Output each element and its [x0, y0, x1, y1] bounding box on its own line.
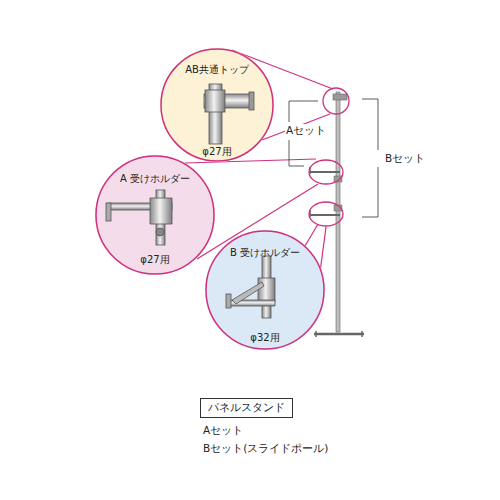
a-set-bracket [289, 140, 304, 166]
holder-lip [106, 203, 111, 221]
circle-ground [160, 48, 274, 162]
set-label: Aセット [285, 124, 327, 137]
part-name: AB共通トップ [160, 64, 274, 76]
detail-circles [309, 88, 349, 226]
b-holder [310, 214, 340, 216]
a-holder-part [106, 190, 172, 245]
stand-base [314, 333, 364, 336]
part-name: B 受けホルダー [205, 247, 325, 259]
title-text: パネルスタンド [208, 401, 285, 415]
diameter-note: φ27用 [160, 146, 274, 158]
clamp-end [249, 92, 254, 110]
circle-border [206, 231, 324, 349]
clamp-block [205, 90, 225, 112]
circle-ground [205, 230, 325, 350]
stand-foot [361, 331, 363, 337]
detail-circle-node: B 受けホルダー φ32用 [205, 230, 325, 350]
detail-circle [309, 202, 343, 226]
circle-ground [95, 155, 215, 275]
detail-circle-node: A 受けホルダー φ27用 [95, 155, 215, 275]
set-item: Bセット(スライドポール) [203, 442, 328, 455]
stand-pole [336, 92, 340, 332]
a-holder [310, 171, 340, 173]
knob [156, 228, 164, 236]
circle-border [96, 156, 214, 274]
diameter-note: φ27用 [95, 254, 215, 266]
title-box: パネルスタンド [200, 398, 293, 418]
set-brackets [289, 99, 378, 217]
detail-circle [309, 160, 343, 184]
part-name: A 受けホルダー [95, 173, 215, 185]
holder-sleeve [150, 198, 172, 224]
stand-foot [315, 331, 317, 337]
top-part [204, 84, 254, 144]
holder-lip [226, 294, 231, 308]
holder-brace [232, 282, 264, 304]
b-set-bracket [362, 99, 378, 150]
leader-line [305, 224, 318, 246]
detail-circle-node: AB共通トップ φ27用 [160, 48, 274, 162]
detail-circle [323, 88, 349, 114]
a-set-bracket [289, 101, 318, 122]
b-holder-part [226, 256, 275, 318]
diameter-note: φ32用 [205, 332, 325, 344]
stand-top [333, 94, 347, 100]
b-set-bracket [362, 167, 378, 217]
set-item: Aセット [203, 424, 243, 437]
circle-border [161, 49, 273, 161]
holder-sleeve [258, 278, 275, 302]
set-label: Bセット [384, 152, 426, 165]
